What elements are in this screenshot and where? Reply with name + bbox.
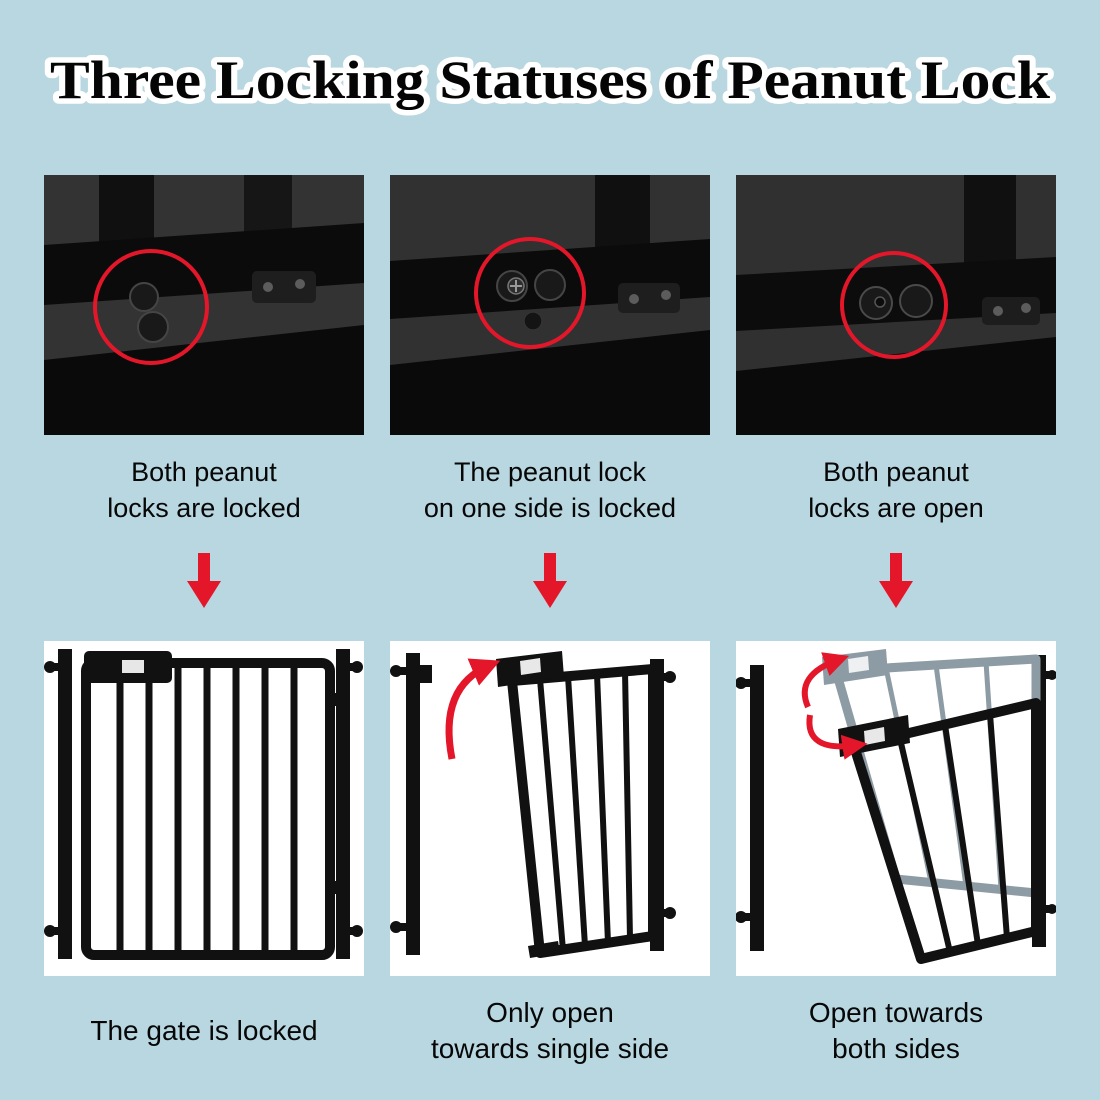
arrow-row bbox=[0, 533, 1100, 611]
title-art: Three Locking Statuses of Peanut Lock bbox=[45, 45, 1056, 116]
screw-icon bbox=[661, 290, 671, 300]
spindle-bolt bbox=[390, 665, 402, 677]
latch-catch bbox=[420, 665, 432, 683]
hinge bbox=[325, 881, 341, 894]
spindle-bolt bbox=[1047, 904, 1056, 914]
peanut-lock-photo-one-side bbox=[390, 175, 710, 435]
spindle-bolt bbox=[664, 907, 676, 919]
mount-plate bbox=[252, 271, 316, 303]
gate-panel-locked bbox=[44, 641, 364, 976]
photo-row bbox=[0, 175, 1100, 435]
gate-base bbox=[44, 325, 364, 435]
photo-caption-both-open: Both peanut locks are open bbox=[736, 447, 1056, 533]
photo-caption-one-side: The peanut lock on one side is locked bbox=[390, 447, 710, 533]
caption-line: Both peanut bbox=[131, 456, 277, 487]
gate-handle bbox=[84, 651, 172, 683]
peanut-lock-icon bbox=[129, 282, 169, 343]
mount-plate bbox=[618, 283, 680, 313]
red-curved-arrow-icon bbox=[801, 652, 850, 709]
handle-sticker bbox=[848, 656, 869, 673]
gate-illustration-single-side bbox=[390, 651, 676, 958]
spindle-bolt bbox=[1047, 670, 1056, 680]
caption-line: on one side is locked bbox=[423, 493, 677, 523]
down-arrow-1 bbox=[44, 553, 364, 611]
caption-line: locks are locked bbox=[107, 493, 301, 523]
gate-rail bbox=[736, 257, 1056, 331]
red-circle-highlight bbox=[840, 251, 948, 359]
caption-line: Both peanut bbox=[823, 456, 969, 487]
down-arrow-2 bbox=[390, 553, 710, 611]
pressure-post-left bbox=[44, 649, 72, 959]
photo-both-open bbox=[736, 175, 1056, 435]
caption-line: both sides bbox=[832, 1033, 960, 1064]
gate-caption-single-side: Only open towards single side bbox=[390, 992, 710, 1070]
caption-line: locks are open bbox=[808, 493, 984, 523]
gate-frame-open bbox=[507, 664, 658, 958]
caption-line: Open towards bbox=[808, 996, 984, 1028]
gate-bars bbox=[537, 670, 633, 951]
spindle-bolt bbox=[390, 921, 402, 933]
screw-icon bbox=[295, 279, 305, 289]
caption-line: The gate is locked bbox=[90, 1014, 318, 1046]
spindle-bolt bbox=[351, 661, 363, 673]
down-arrow-icon bbox=[879, 553, 913, 608]
gate-caption-locked: The gate is locked bbox=[44, 992, 364, 1070]
title-banner: Three Locking Statuses of Peanut Lock bbox=[0, 26, 1100, 131]
gate-foot bbox=[528, 941, 560, 958]
spindle-bolt bbox=[736, 677, 747, 689]
screw-icon bbox=[1021, 303, 1031, 313]
handle-sticker bbox=[520, 658, 541, 675]
handle-sticker bbox=[122, 660, 144, 673]
peanut-lock-photo-locked bbox=[44, 175, 364, 435]
photo-caption-both-locked: Both peanut locks are locked bbox=[44, 447, 364, 533]
gate-bars bbox=[116, 668, 298, 950]
photo-both-locked bbox=[44, 175, 364, 435]
down-arrow-icon bbox=[187, 553, 221, 608]
red-curved-arrow-icon bbox=[445, 658, 501, 760]
caption-line: Only open bbox=[486, 996, 614, 1028]
gate-base bbox=[736, 337, 1056, 435]
screw-icon bbox=[263, 282, 273, 292]
down-arrow-3 bbox=[736, 553, 1056, 611]
red-circle-highlight bbox=[474, 237, 586, 349]
red-curved-arrow-icon bbox=[806, 714, 868, 760]
gate-base bbox=[390, 330, 710, 435]
gate-panel-both-sides bbox=[736, 641, 1056, 976]
screw-icon bbox=[629, 294, 639, 304]
red-circle-highlight bbox=[93, 249, 209, 365]
gate-post bbox=[964, 175, 1016, 275]
peanut-lock-photo-open bbox=[736, 175, 1056, 435]
page-title: Three Locking Statuses of Peanut Lock bbox=[50, 50, 1050, 110]
front-gate bbox=[838, 698, 1041, 964]
photo-caption-row: Both peanut locks are locked The peanut … bbox=[0, 435, 1100, 533]
down-arrow-icon bbox=[533, 553, 567, 608]
caption-line: towards single side bbox=[430, 1033, 670, 1064]
gate-illustration-both-sides bbox=[736, 649, 1056, 964]
pivot-knob bbox=[523, 311, 543, 331]
gate-row bbox=[0, 641, 1100, 976]
gate-frame bbox=[81, 658, 335, 960]
mount-plate bbox=[982, 297, 1040, 325]
spindle-bolt bbox=[664, 671, 676, 683]
gate-handle bbox=[496, 651, 564, 687]
screw-icon bbox=[993, 306, 1003, 316]
pressure-post-left bbox=[736, 665, 764, 951]
photo-one-side-locked bbox=[390, 175, 710, 435]
spindle-bolt bbox=[44, 925, 56, 937]
gate-panel-single-side bbox=[390, 641, 710, 976]
spindle-bolt bbox=[351, 925, 363, 937]
gate-illustration-locked bbox=[44, 649, 363, 960]
pressure-post-left bbox=[390, 653, 432, 955]
gate-caption-both-sides: Open towards both sides bbox=[736, 992, 1056, 1070]
peanut-lock-icon bbox=[859, 284, 933, 320]
spindle-bolt bbox=[44, 661, 56, 673]
gate-caption-row: The gate is locked Only open towards sin… bbox=[0, 976, 1100, 1070]
peanut-lock-icon bbox=[496, 269, 566, 331]
hinge bbox=[325, 693, 341, 706]
spindle-bolt bbox=[736, 911, 747, 923]
handle-sticker bbox=[864, 727, 885, 745]
caption-line: The peanut lock bbox=[453, 456, 647, 487]
